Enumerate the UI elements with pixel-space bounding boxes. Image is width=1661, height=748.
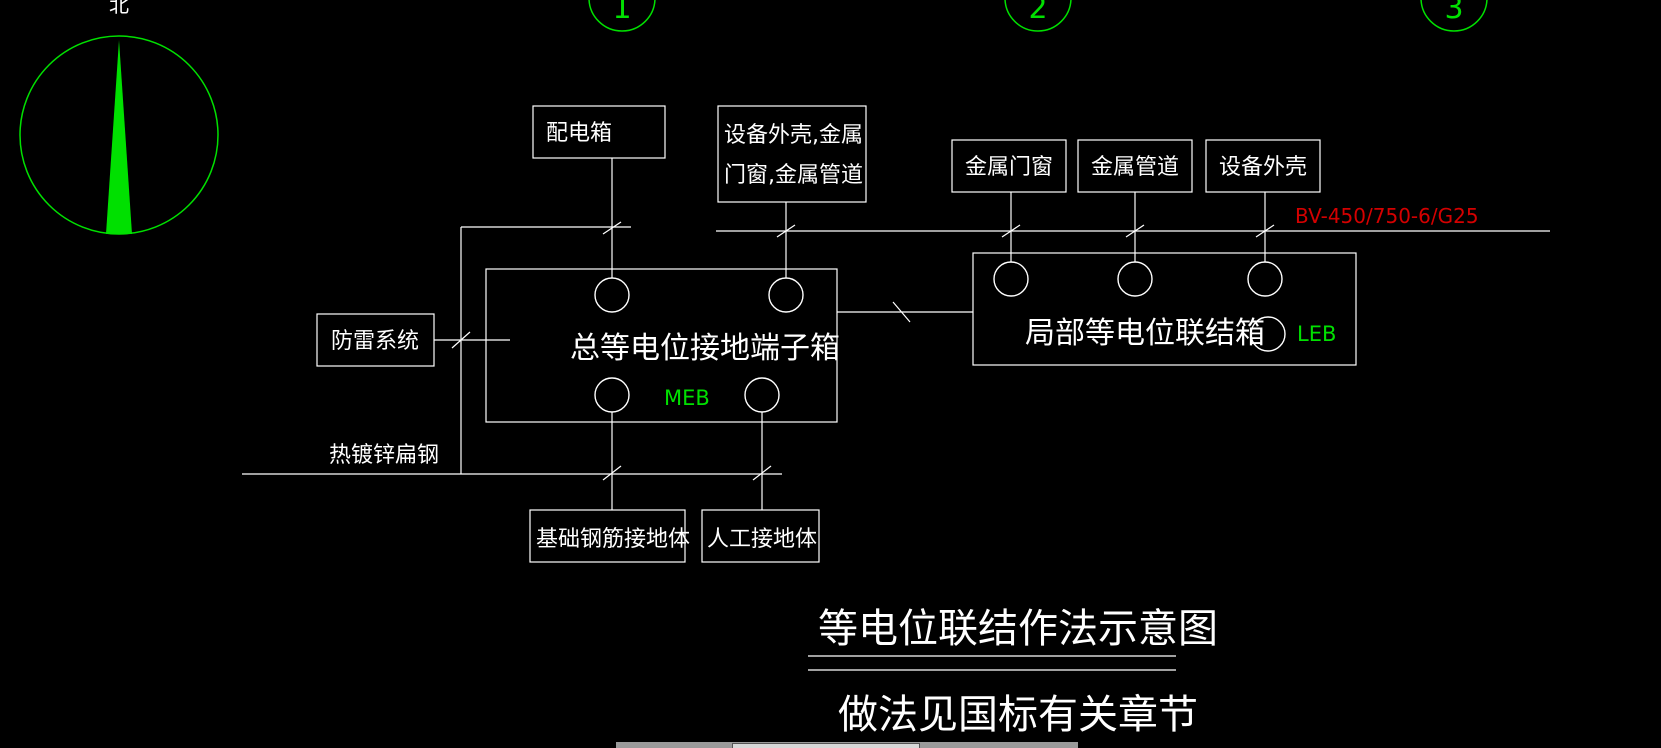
leb-terminal-1 bbox=[993, 261, 1029, 297]
meb-terminal-3 bbox=[594, 377, 630, 413]
diagram-title: 等电位联结作法示意图 bbox=[818, 606, 1218, 652]
north-arrow-icon bbox=[106, 40, 132, 234]
leb-terminal-2 bbox=[1117, 261, 1153, 297]
horizontal-scrollbar-thumb[interactable] bbox=[732, 743, 920, 748]
leb-title: 局部等电位联结箱 bbox=[1025, 316, 1265, 351]
leb-terminal-3 bbox=[1247, 261, 1283, 297]
grid-axis-label-1: 1 bbox=[612, 0, 631, 26]
metal-pipes-box-label: 金属管道 bbox=[1091, 155, 1179, 180]
leb-box bbox=[972, 252, 1357, 366]
artificial-drop-tick bbox=[752, 465, 772, 481]
equipment-metal-box-line1: 设备外壳,金属 bbox=[724, 123, 863, 148]
foundation-drop-tick bbox=[602, 465, 622, 481]
equipment-shell-drop-tick bbox=[1255, 224, 1275, 238]
diagram-subtitle: 做法见国标有关章节 bbox=[838, 692, 1198, 738]
meb-box bbox=[485, 268, 838, 423]
north-compass: 北 bbox=[19, 0, 219, 235]
leb-code: LEB bbox=[1297, 322, 1336, 346]
equipment-metal-box bbox=[717, 105, 867, 203]
foundation-rebar-box-label: 基础钢筋接地体 bbox=[536, 527, 690, 552]
north-label: 北 bbox=[109, 0, 129, 17]
artificial-ground-box bbox=[701, 509, 820, 563]
flat-steel-label: 热镀锌扁钢 bbox=[329, 443, 439, 468]
equipment-metal-box-line2: 门窗,金属管道 bbox=[724, 163, 863, 188]
equipment-metal-drop-tick bbox=[776, 224, 796, 238]
metal-windows-drop-tick bbox=[1001, 224, 1021, 238]
grid-axis-bubbles: 1 2 3 bbox=[588, 0, 1488, 32]
artificial-ground-box-label: 人工接地体 bbox=[707, 527, 817, 552]
meb-terminal-4 bbox=[744, 377, 780, 413]
grid-axis-bubble-2 bbox=[1004, 0, 1072, 32]
meb-terminal-1 bbox=[594, 277, 630, 313]
meb-terminal-2 bbox=[768, 277, 804, 313]
grid-axis-label-2: 2 bbox=[1028, 0, 1047, 26]
meb-title: 总等电位接地端子箱 bbox=[570, 331, 840, 366]
metal-windows-box bbox=[951, 139, 1067, 193]
equipment-shell-box bbox=[1205, 139, 1321, 193]
lightning-connection-tick bbox=[451, 331, 471, 349]
distribution-box bbox=[532, 105, 666, 159]
grid-axis-bubble-1 bbox=[588, 0, 656, 32]
grid-axis-bubble-3 bbox=[1420, 0, 1488, 32]
meb-code: MEB bbox=[664, 386, 710, 410]
distribution-drop-tick bbox=[602, 221, 622, 235]
meb-leb-link-tick bbox=[892, 301, 911, 323]
grid-axis-label-3: 3 bbox=[1444, 0, 1463, 26]
distribution-box-label: 配电箱 bbox=[546, 121, 612, 146]
metal-pipes-drop-tick bbox=[1125, 224, 1145, 238]
foundation-rebar-box bbox=[529, 509, 686, 563]
leb-terminal-4 bbox=[1250, 316, 1286, 352]
cable-spec-label: BV-450/750-6/G25 bbox=[1295, 204, 1479, 228]
lightning-system-box-label: 防雷系统 bbox=[331, 329, 419, 354]
metal-windows-box-label: 金属门窗 bbox=[965, 155, 1053, 180]
equipment-shell-box-label: 设备外壳 bbox=[1219, 155, 1307, 180]
